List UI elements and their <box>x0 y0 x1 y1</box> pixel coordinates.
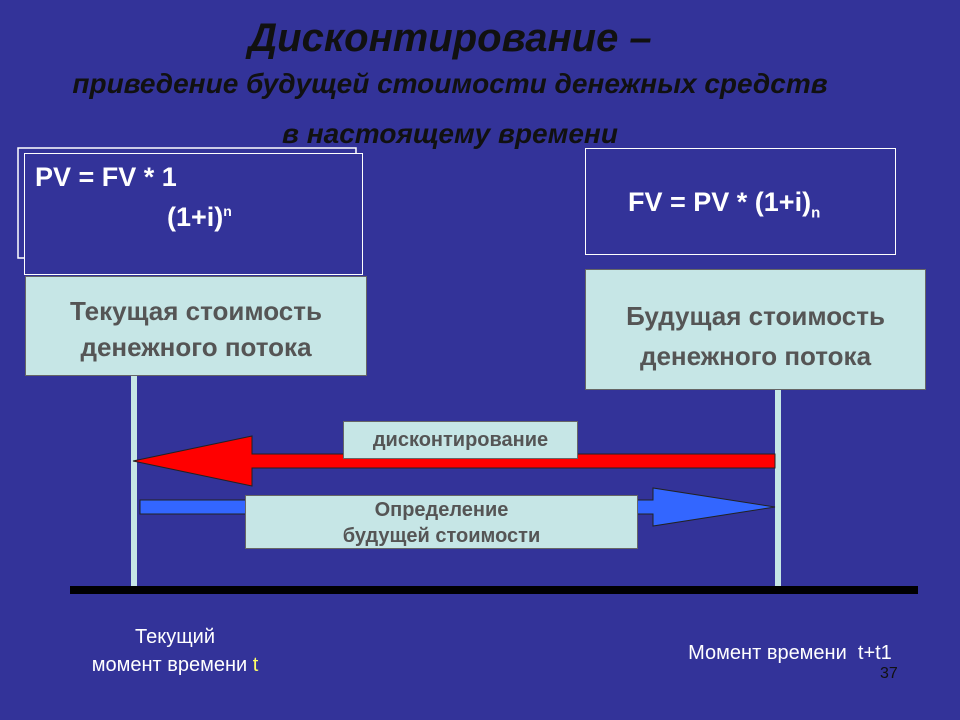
present-value-line2: денежного потока <box>80 332 312 362</box>
timeline-axis <box>70 586 918 594</box>
present-time-label-text: момент времени <box>91 654 248 676</box>
present-value-box: Текущая стоимость денежного потока <box>25 276 367 376</box>
fv-formula-main: FV = PV * (1+i) <box>628 187 812 217</box>
pv-exponent: n <box>223 203 232 219</box>
slide-title: Дисконтирование – <box>248 16 652 60</box>
present-time-label-line2: момент времени t <box>60 651 290 679</box>
page-number: 37 <box>880 665 898 682</box>
fv-formula-text: FV = PV * (1+i)n <box>628 187 820 221</box>
present-time-variable: t <box>252 654 259 676</box>
discount-label: дисконтирование <box>343 421 578 459</box>
pv-formula-denominator: (1+i)n <box>167 202 232 233</box>
fv-formula-box: FV = PV * (1+i)n <box>585 148 896 255</box>
present-time-label-line1: Текущий <box>135 626 215 648</box>
slide-subtitle-line2: в настоящему времени <box>282 118 618 149</box>
future-time-label: Момент времени t+t1 <box>688 642 892 664</box>
compound-label-line2: будущей стоимости <box>342 525 541 547</box>
compound-label-line1: Определение <box>374 499 509 521</box>
present-time-marker <box>131 370 137 588</box>
future-value-line1: Будущая стоимость <box>626 301 885 331</box>
slide-subtitle-line1: приведение будущей стоимости денежных ср… <box>72 68 828 99</box>
future-value-box: Будущая стоимость денежного потока <box>585 269 926 390</box>
future-value-line2: денежного потока <box>639 341 872 371</box>
present-value-line1: Текущая стоимость <box>70 296 322 326</box>
pv-formula-box: PV = FV * 1 (1+i)n <box>24 153 363 275</box>
discount-arrow <box>132 435 776 487</box>
pv-formula-text: PV = FV * 1 <box>35 162 177 192</box>
pv-denominator-text: (1+i) <box>167 202 224 232</box>
compound-label: Определение будущей стоимости <box>245 495 638 549</box>
fv-exponent: n <box>811 204 821 222</box>
future-time-marker <box>775 386 781 588</box>
present-time-label: Текущий момент времени t <box>60 623 290 679</box>
